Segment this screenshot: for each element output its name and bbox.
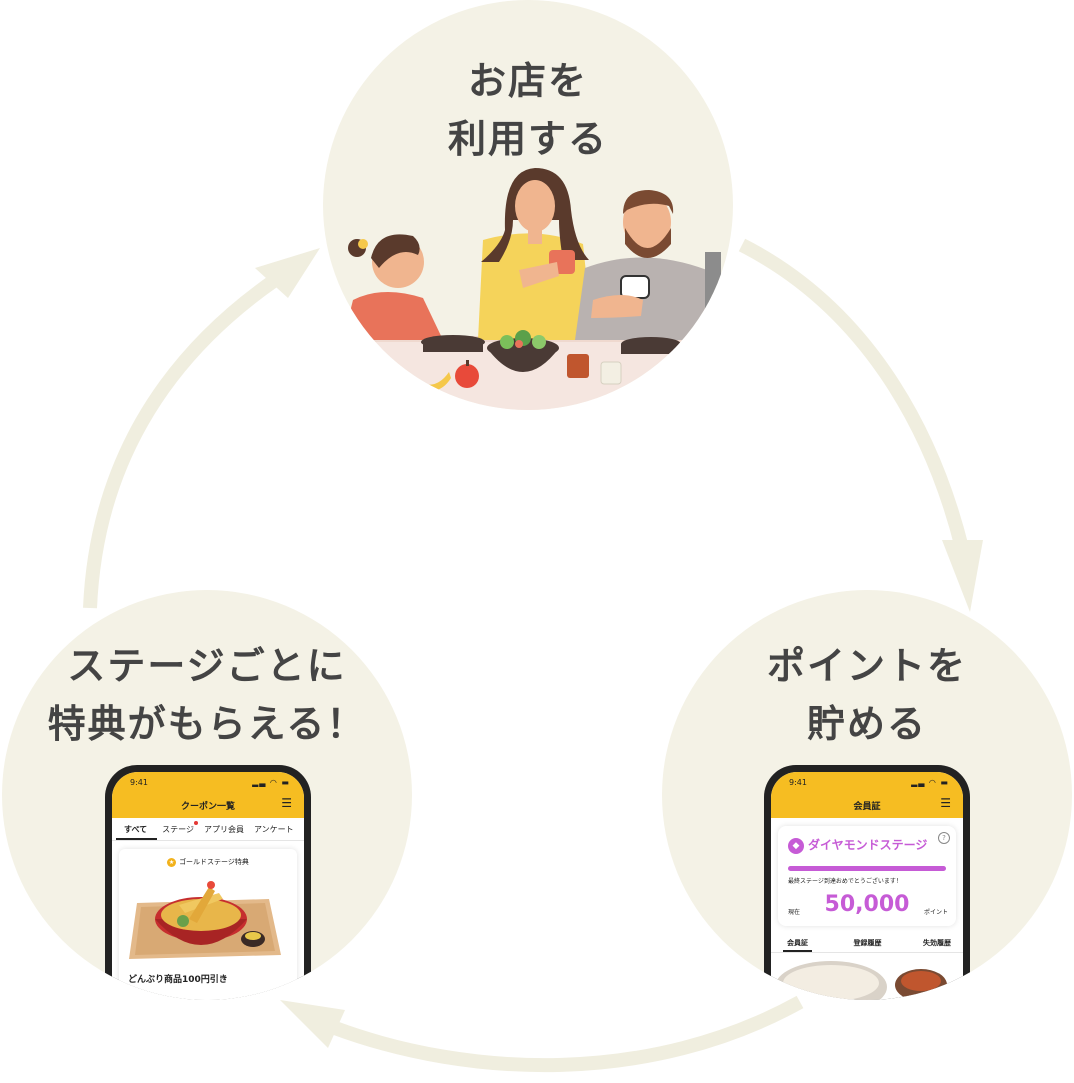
tab-expiry-history[interactable]: 失効履歴 (923, 939, 951, 947)
header-title: 会員証 (853, 802, 881, 812)
tab-registration-history[interactable]: 登録履歴 (853, 939, 882, 947)
tab-more[interactable]: ス (299, 818, 305, 840)
app-header: 9:41 ▂▃ ◠ ▬ 会員証 ☰ (771, 772, 963, 818)
arrow-head-top-to-right (942, 540, 983, 612)
status-time: 9:41 (130, 778, 148, 787)
step-title-line-2: 利用する (447, 117, 608, 161)
points-value: 50,000 (824, 892, 910, 917)
step-title-use-store: お店を 利用する (323, 52, 733, 168)
tendon-rice-bowl-image (129, 881, 281, 959)
app-header: 9:41 ▂▃ ◠ ▬ クーポン一覧 ☰ (112, 772, 304, 818)
header-title: クーポン一覧 (180, 802, 235, 812)
step-title-line-1: ステージごとに (67, 644, 347, 688)
tab-app-member[interactable]: アプリ会員 (203, 825, 244, 834)
step-title-line-2: 特典がもらえる！ (47, 702, 367, 746)
status-time: 9:41 (789, 778, 807, 787)
woman-figure (478, 168, 593, 340)
coupon-title: どんぶり商品100円引き (128, 975, 228, 985)
points-label-unit: ポイント (923, 909, 948, 916)
step-circle-use-store: お店を 利用する (323, 0, 733, 410)
left-plate (421, 335, 485, 352)
step-title-line-1: ポイントを (766, 644, 967, 688)
salad-bowl (487, 330, 559, 372)
tab-stage[interactable]: ステージ (157, 818, 199, 840)
cycle-arrow-right-to-left (332, 995, 804, 1073)
step-title-stage-benefits: ステージごとに 特典がもらえる！ (2, 637, 412, 753)
man-figure (575, 190, 721, 342)
stage-name-row: ◆ ダイヤモンドステージ (788, 836, 927, 854)
hamburger-menu-icon[interactable]: ☰ (940, 796, 951, 810)
step-title-line-1: お店を (467, 59, 588, 103)
right-plate (621, 337, 681, 354)
step-circle-earn-points: ポイントを 貯める 9:41 ▂▃ ◠ ▬ 会員証 ☰ ◆ ダイヤモンドステージ … (662, 590, 1072, 1000)
member-tabs: 会員証 登録履歴 失効履歴 (771, 934, 963, 953)
coupon-tag-label: ゴールドステージ特典 (179, 858, 249, 866)
cup (600, 361, 622, 385)
signal-wifi-battery-icon: ▂▃ ◠ ▬ (252, 778, 290, 787)
family-dining-illustration (323, 168, 733, 410)
sauce-jar (567, 354, 589, 378)
cycle-arrow-left-to-top (83, 274, 279, 609)
help-icon[interactable]: ? (938, 832, 950, 844)
star-icon: ★ (167, 857, 177, 867)
arrow-head-right-to-left (280, 1000, 345, 1048)
diamond-icon: ◆ (788, 837, 804, 854)
member-stage-card: ◆ ダイヤモンドステージ ? 最終ステージ到達おめでとうございます！ 現在 50,… (778, 826, 956, 926)
coupon-tabs: すべて ステージ アプリ会員 アンケート ス (112, 818, 304, 841)
phone-coupon-list: 9:41 ▂▃ ◠ ▬ クーポン一覧 ☰ すべて ステージ アプリ会員 アンケー… (105, 765, 311, 1000)
stage-name: ダイヤモンドステージ (808, 838, 928, 852)
stage-message: 最終ステージ到達おめでとうございます！ (788, 878, 902, 885)
stage-progress-bar (788, 866, 946, 871)
coupon-card[interactable]: ★ゴールドステージ特典 どんぶり商品100円引き (119, 849, 297, 1000)
tab-stage-label: ステージ (162, 825, 194, 834)
arrow-head-left-to-top (255, 248, 320, 298)
banana (423, 372, 451, 391)
phone-membership-card: 9:41 ▂▃ ◠ ▬ 会員証 ☰ ◆ ダイヤモンドステージ ? 最終ステージ到達… (764, 765, 970, 1000)
tab-member-card[interactable]: 会員証 (783, 934, 812, 952)
step-title-earn-points: ポイントを 貯める (662, 637, 1072, 753)
phone-screen: 9:41 ▂▃ ◠ ▬ 会員証 ☰ ◆ ダイヤモンドステージ ? 最終ステージ到達… (771, 772, 963, 1000)
bowl-food-image (775, 961, 947, 1000)
coupon-stage-tag: ★ゴールドステージ特典 (119, 857, 297, 867)
girl-figure (343, 234, 443, 340)
cycle-arrow-top-to-right (738, 238, 969, 550)
tab-survey[interactable]: アンケート (253, 825, 294, 834)
points-label-current: 現在 (788, 909, 801, 916)
apple (455, 360, 479, 388)
signal-wifi-battery-icon: ▂▃ ◠ ▬ (911, 778, 949, 787)
notification-dot (193, 821, 198, 825)
phone-screen: 9:41 ▂▃ ◠ ▬ クーポン一覧 ☰ すべて ステージ アプリ会員 アンケー… (112, 772, 304, 1000)
tab-all[interactable]: すべて (116, 818, 158, 840)
step-title-line-2: 貯める (806, 702, 927, 746)
hamburger-menu-icon[interactable]: ☰ (281, 796, 292, 810)
step-circle-stage-benefits: ステージごとに 特典がもらえる！ 9:41 ▂▃ ◠ ▬ クーポン一覧 ☰ すべ… (2, 590, 412, 1000)
